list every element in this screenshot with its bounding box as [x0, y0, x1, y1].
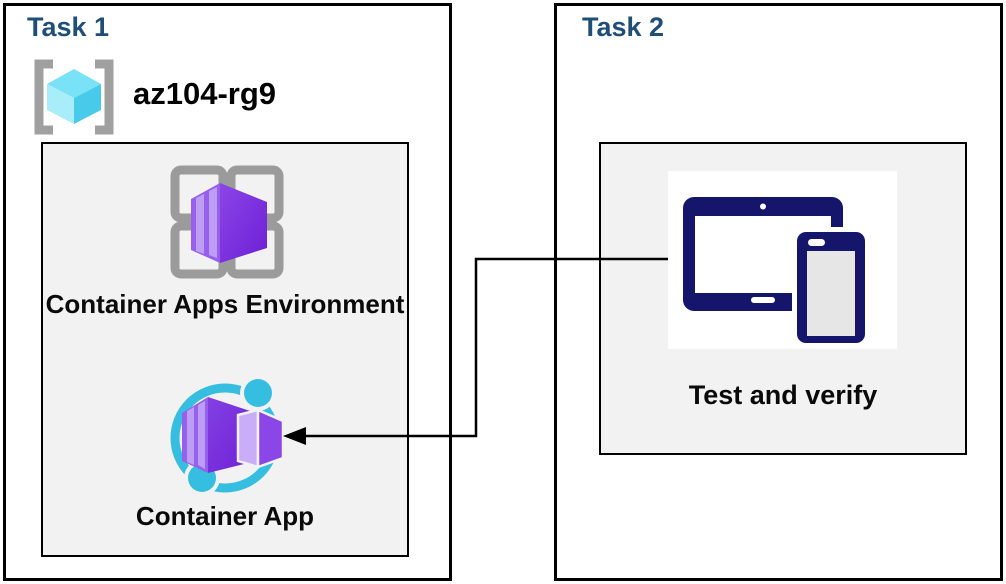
container-app-icon: [170, 375, 285, 496]
node-dot: [244, 379, 272, 407]
replica-cube: [236, 408, 285, 469]
container-cube: [191, 183, 267, 263]
phone-icon: [792, 227, 870, 347]
resource-group-name: az104-rg9: [133, 76, 277, 111]
container-app-label: Container App: [135, 501, 315, 531]
resource-group-icon: [34, 59, 114, 135]
tablet-and-phone-icon: [683, 197, 870, 347]
container-apps-environment-label: Container Apps Environment: [45, 289, 405, 319]
test-and-verify-label: Test and verify: [688, 380, 878, 410]
container-apps-environment-icon: [170, 165, 284, 279]
task1-title: Task 1: [27, 12, 110, 42]
task2-title: Task 2: [582, 12, 665, 42]
